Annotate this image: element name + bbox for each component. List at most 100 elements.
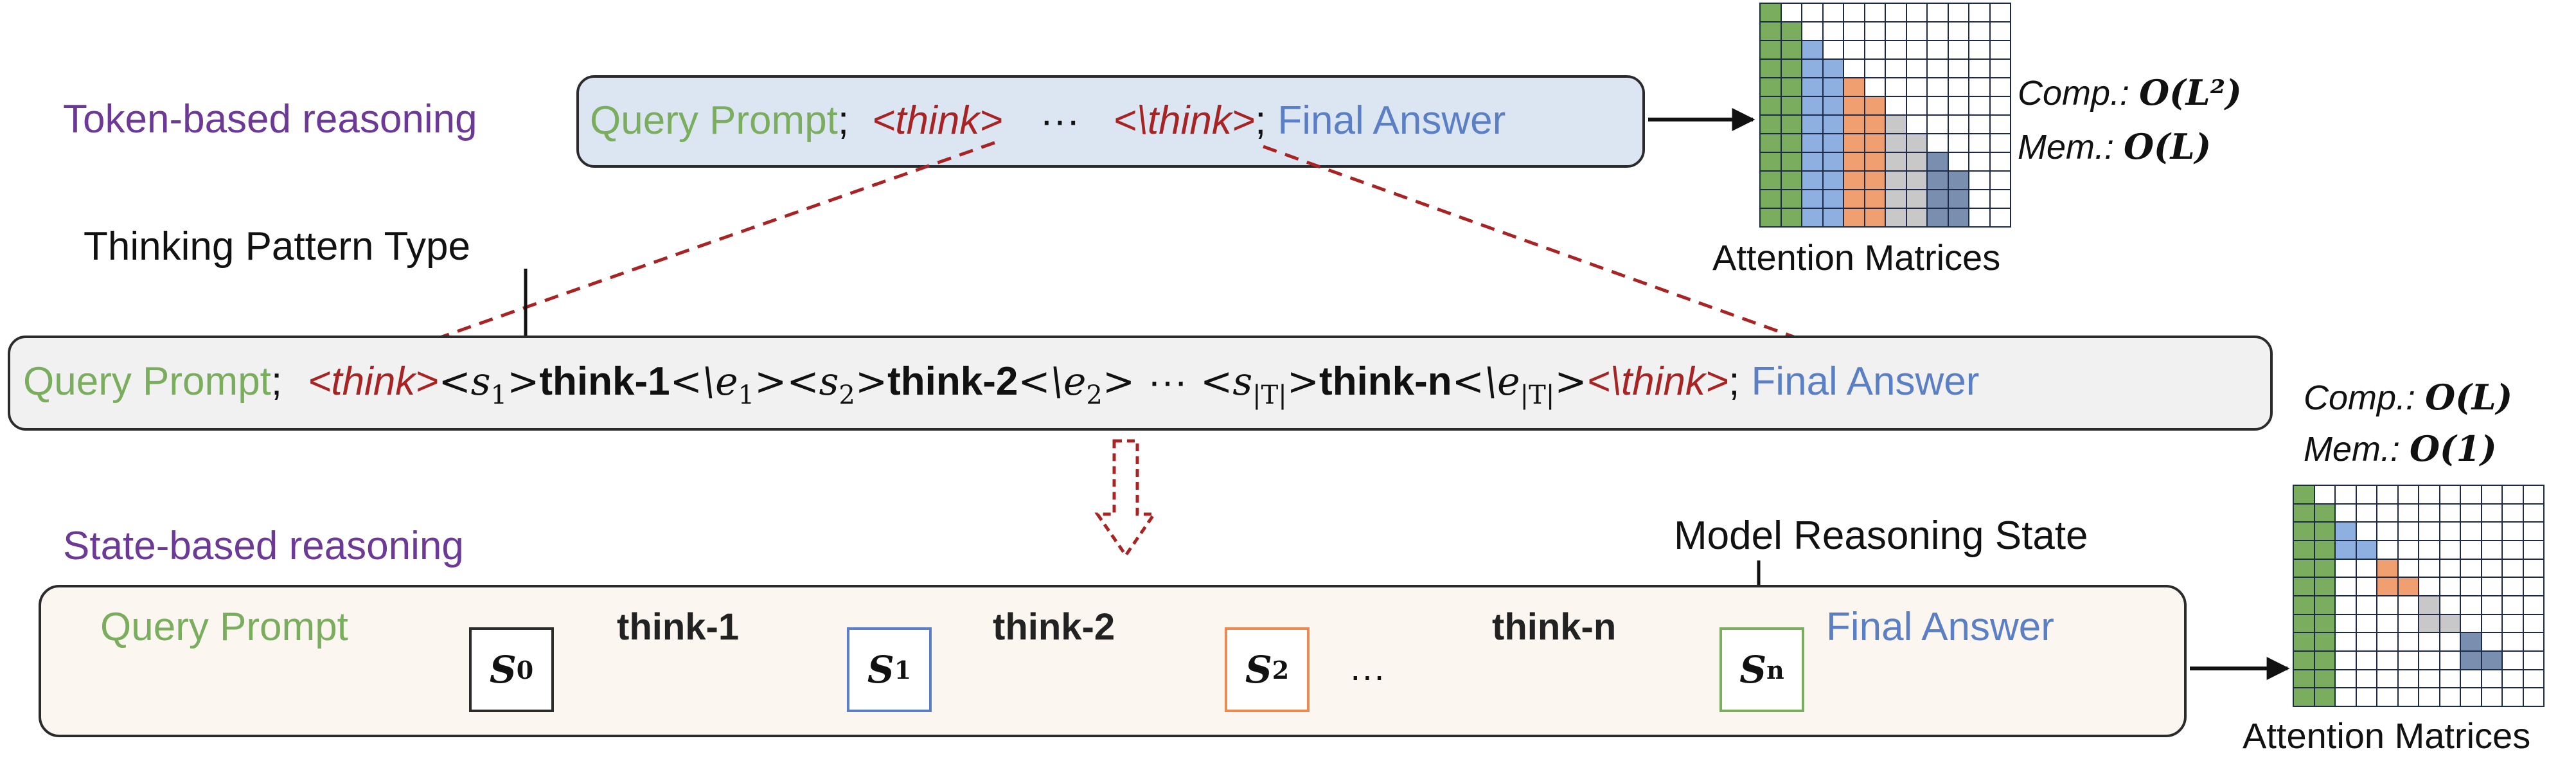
attention-cell xyxy=(1843,77,1865,97)
attention-cell xyxy=(1905,3,1928,22)
attention-cell xyxy=(2480,540,2503,560)
attention-cell xyxy=(2418,577,2440,596)
attention-cell xyxy=(2522,632,2545,652)
attention-cell xyxy=(1947,40,1969,60)
attention-cell xyxy=(1989,77,2011,97)
attention-cell xyxy=(1968,58,1991,78)
attention-cell xyxy=(1843,114,1865,134)
attention-cell xyxy=(2438,558,2461,578)
bottom-comp-metric: Comp.: O(L) xyxy=(2304,377,2513,418)
dashed-down-arrow xyxy=(1094,439,1157,559)
attention-cell xyxy=(1759,152,1782,172)
attention-cell xyxy=(2460,503,2482,523)
attention-cell xyxy=(1780,152,1802,172)
eT-token: <\e|T|> xyxy=(1452,359,1587,410)
attention-cell xyxy=(2522,503,2545,523)
attention-cell xyxy=(1822,189,1844,209)
attention-cell xyxy=(2355,613,2377,634)
model-reasoning-state-label: Model Reasoning State xyxy=(1674,514,2088,558)
attention-cell xyxy=(2438,521,2461,541)
top-comp-value: O(L²) xyxy=(2139,72,2242,113)
mid-think-open: <think> xyxy=(308,359,439,404)
attention-cell xyxy=(2313,632,2336,652)
attention-cell xyxy=(1989,170,2011,190)
dashed-projection-left xyxy=(375,141,995,362)
attention-cell xyxy=(1926,189,1949,209)
attention-matrix-top xyxy=(1759,3,2011,228)
attention-cell xyxy=(1801,208,1824,228)
attention-cell xyxy=(2501,577,2524,596)
attention-cell xyxy=(2438,668,2461,689)
attention-cell xyxy=(1780,21,1802,41)
attention-cell xyxy=(2480,668,2503,689)
attention-cell xyxy=(2501,503,2524,523)
attention-cell xyxy=(1989,3,2011,22)
attention-cell xyxy=(1905,40,1928,60)
attention-cell xyxy=(2460,668,2482,689)
attention-cell xyxy=(1968,96,1991,116)
attention-cell xyxy=(1926,58,1949,78)
attention-cell xyxy=(1947,3,1969,22)
attention-cell xyxy=(2460,577,2482,596)
attention-cell xyxy=(2501,540,2524,560)
attention-cell xyxy=(1926,114,1949,134)
attention-cell xyxy=(2293,540,2315,560)
attention-cell xyxy=(1759,58,1782,78)
attention-cell xyxy=(2334,613,2357,634)
attention-cell xyxy=(1822,3,1844,22)
attention-cell xyxy=(1989,114,2011,134)
attention-cell xyxy=(1780,208,1802,228)
attention-cell xyxy=(2522,521,2545,541)
attention-cell xyxy=(2334,485,2357,505)
attention-cell xyxy=(1947,96,1969,116)
attention-cell xyxy=(2418,613,2440,634)
attention-cell xyxy=(1926,40,1949,60)
attention-cell xyxy=(1989,96,2011,116)
attention-cell xyxy=(2376,687,2399,707)
attention-cell xyxy=(2313,613,2336,634)
attention-cell xyxy=(1989,40,2011,60)
attention-cell xyxy=(1968,189,1991,209)
attention-cell xyxy=(1780,114,1802,134)
attention-cell xyxy=(1926,208,1949,228)
attention-cell xyxy=(1780,170,1802,190)
attention-cell xyxy=(2418,521,2440,541)
think-close-token: <\think> xyxy=(1113,98,1256,143)
attention-cell xyxy=(1843,133,1865,153)
attention-cell xyxy=(2376,613,2399,634)
dashed-projection-right xyxy=(1263,145,1859,362)
attention-cell xyxy=(2418,595,2440,615)
attention-cell xyxy=(2480,558,2503,578)
attention-cell xyxy=(1863,208,1886,228)
query-prompt-text: Query Prompt xyxy=(590,98,838,143)
attention-cell xyxy=(2313,485,2336,505)
attention-cell xyxy=(1759,21,1782,41)
attention-cell xyxy=(1843,21,1865,41)
attention-cell xyxy=(2334,521,2357,541)
attention-cell xyxy=(2460,558,2482,578)
attention-cell xyxy=(2293,632,2315,652)
attention-cell xyxy=(2293,613,2315,634)
attention-cell xyxy=(2334,632,2357,652)
pattern-sequence: Query Prompt ; <think> <s1> think-1 <\e1… xyxy=(23,359,1979,410)
attention-cell xyxy=(1989,21,2011,41)
s1-token: <s1> xyxy=(438,359,540,410)
attention-cell xyxy=(2376,521,2399,541)
attention-cell xyxy=(1947,208,1969,228)
attention-cell xyxy=(2313,577,2336,596)
attention-cell xyxy=(1759,40,1782,60)
attention-cell xyxy=(1780,77,1802,97)
attention-cell xyxy=(1926,170,1949,190)
attention-cell xyxy=(1989,208,2011,228)
final-answer-text: Final Answer xyxy=(1277,98,1506,143)
attention-cell xyxy=(1801,21,1824,41)
attention-cell xyxy=(2397,595,2419,615)
attention-cell xyxy=(2501,668,2524,689)
token-sequence-box xyxy=(576,75,1645,168)
attention-cell xyxy=(1822,40,1844,60)
attention-cell xyxy=(2334,687,2357,707)
attention-cell xyxy=(2438,632,2461,652)
